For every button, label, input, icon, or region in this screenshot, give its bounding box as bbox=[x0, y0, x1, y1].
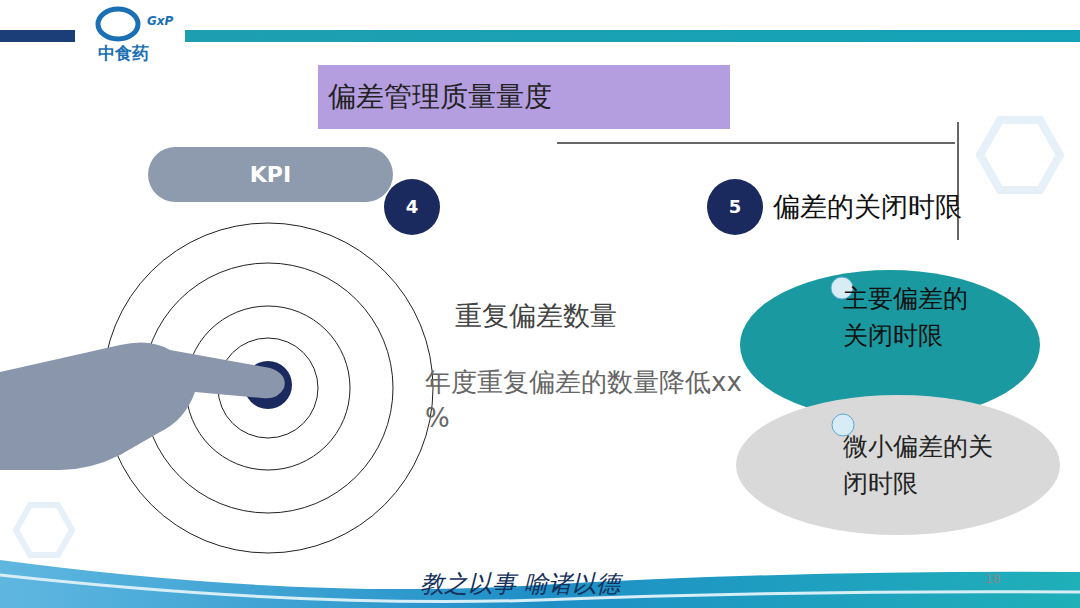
callout-number: 5偏差的关闭时限 bbox=[707, 179, 763, 235]
logo-text: 中食药 bbox=[98, 42, 149, 65]
node-shape bbox=[736, 395, 1060, 535]
title-box bbox=[318, 65, 730, 129]
node-text: 主要偏差的关闭时限 bbox=[843, 280, 978, 354]
top-bar bbox=[0, 30, 75, 42]
logo-ring bbox=[98, 9, 138, 39]
node-shape bbox=[736, 395, 1060, 535]
hexagon bbox=[980, 120, 1060, 190]
node-shape bbox=[707, 179, 763, 235]
pointing-hand bbox=[0, 342, 285, 470]
node-shape bbox=[148, 147, 393, 202]
node-text: 4 bbox=[384, 179, 440, 235]
rule-line bbox=[557, 142, 955, 144]
top-bar bbox=[185, 30, 1080, 42]
callout-number: 4 bbox=[384, 179, 440, 235]
body-text: 年度重复偏差的数量降低xx % bbox=[425, 364, 745, 436]
logo-text: GxP bbox=[147, 14, 173, 28]
slide-title: 偏差管理质量量度 bbox=[328, 78, 723, 116]
footer-wave bbox=[0, 560, 1080, 608]
kpi-pill: KPI bbox=[148, 147, 393, 202]
footer-motto: 教之以事 喻诸以德 bbox=[420, 568, 620, 600]
node-text: 5 bbox=[707, 179, 763, 235]
heading-text: 重复偏差数量 bbox=[455, 298, 617, 334]
node-heading: 偏差的关闭时限 bbox=[773, 189, 962, 225]
page-number: 18 bbox=[985, 572, 1000, 586]
hexagon bbox=[16, 505, 72, 555]
node-text: KPI bbox=[148, 147, 393, 202]
node-text: 微小偏差的关闭时限 bbox=[843, 428, 1008, 502]
rule-line bbox=[957, 122, 959, 240]
node-shape bbox=[384, 179, 440, 235]
ellipse-box: 微小偏差的关闭时限 bbox=[736, 395, 1060, 535]
